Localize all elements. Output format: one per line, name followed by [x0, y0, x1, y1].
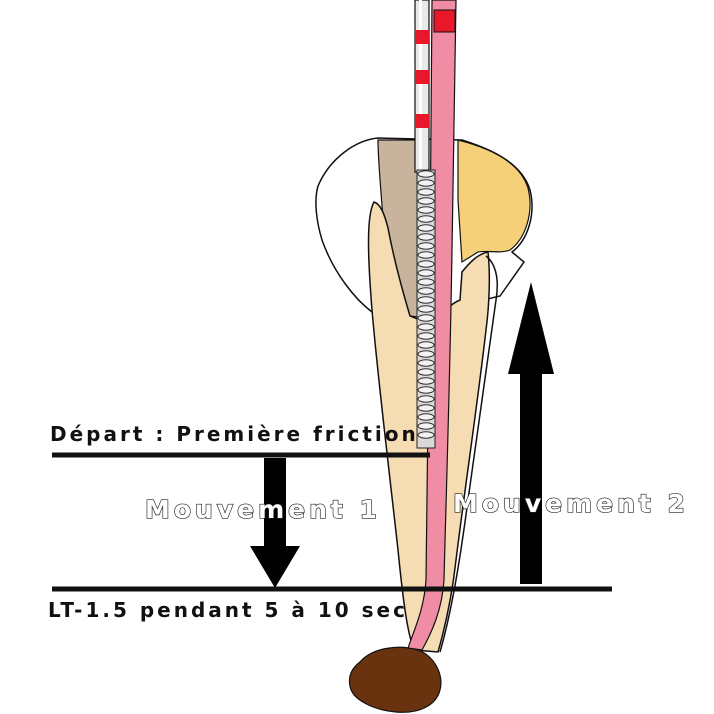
file-spiral-turn	[417, 395, 435, 403]
file-marker	[415, 114, 429, 128]
file-spiral-turn	[417, 350, 435, 358]
file-spiral-turn	[417, 179, 435, 187]
mouvement-1-label: Mouvement 1	[145, 495, 381, 524]
file-spiral-turn	[417, 170, 435, 178]
file-spiral-turn	[417, 278, 435, 286]
arrow-up-icon	[508, 282, 554, 584]
file-spiral-turn	[417, 359, 435, 367]
endodontic-file-icon	[414, 0, 436, 449]
file-spiral-turn	[417, 242, 435, 250]
file-spiral-turn	[417, 422, 435, 430]
depart-label: Départ : Première friction	[50, 422, 419, 446]
file-spiral-turn	[417, 296, 435, 304]
canal-stopper	[433, 9, 456, 33]
file-marker	[415, 30, 429, 44]
file-spiral	[417, 170, 435, 439]
file-spiral-turn	[417, 188, 435, 196]
file-spiral-turn	[417, 368, 435, 376]
file-spiral-turn	[417, 224, 435, 232]
file-spiral-turn	[417, 341, 435, 349]
file-spiral-turn	[417, 323, 435, 331]
file-spiral-turn	[417, 197, 435, 205]
file-spiral-turn	[417, 377, 435, 385]
file-spiral-turn	[417, 215, 435, 223]
file-spiral-turn	[417, 305, 435, 313]
file-spiral-turn	[417, 431, 435, 439]
lt-label: LT-1.5 pendant 5 à 10 sec	[48, 598, 408, 622]
apical-lesion	[348, 646, 442, 713]
file-spiral-turn	[417, 260, 435, 268]
file-spiral-turn	[417, 386, 435, 394]
mouvement-2-label: Mouvement 2	[453, 489, 689, 518]
file-spiral-turn	[417, 251, 435, 259]
file-spiral-turn	[417, 404, 435, 412]
crown-right-fill	[457, 139, 531, 264]
file-spiral-turn	[417, 269, 435, 277]
file-spiral-turn	[417, 314, 435, 322]
file-spiral-turn	[417, 233, 435, 241]
file-spiral-turn	[417, 413, 435, 421]
file-spiral-turn	[417, 206, 435, 214]
file-spiral-turn	[417, 287, 435, 295]
file-marker	[415, 70, 429, 84]
file-spiral-turn	[417, 332, 435, 340]
arrow-down-icon	[250, 458, 300, 588]
